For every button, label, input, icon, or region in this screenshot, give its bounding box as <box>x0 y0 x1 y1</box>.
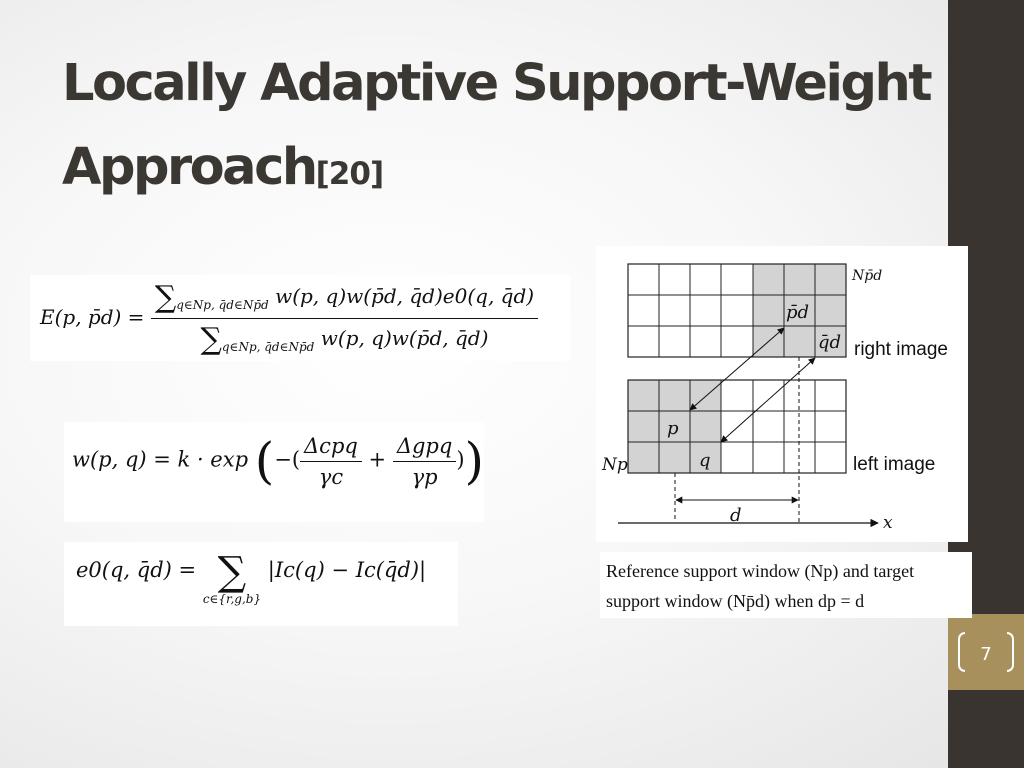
energy-denominator-terms: w(p, q)w(p̄d, q̄d) <box>320 326 489 350</box>
support-window-diagram: p̄d q̄d p q Np Np̄d d x right image left… <box>601 263 948 533</box>
weight-term2-numerator: Δgpq <box>392 434 457 462</box>
right-image-label: right image <box>854 339 948 360</box>
label-pd: p̄d <box>786 302 809 323</box>
energy-denominator-sum-subscript: q∈Np, q̄d∈Np̄d <box>221 340 315 354</box>
caption-panel <box>600 552 972 618</box>
left-bracket-icon <box>958 632 965 672</box>
label-x: x <box>883 513 893 533</box>
energy-equation: E(p, p̄d) = ∑q∈Np, q̄d∈Np̄d w(p, q)w(p̄d… <box>40 280 539 357</box>
title-line-2: Approach <box>62 138 318 197</box>
title-reference: [20] <box>315 156 384 192</box>
energy-numerator: ∑q∈Np, q̄d∈Np̄d w(p, q)w(p̄d, q̄d)e0(q, … <box>150 280 539 319</box>
label-qd: q̄d <box>818 332 841 353</box>
right-image-grid <box>627 263 847 358</box>
raw-cost-lhs: e0(q, q̄d) = <box>76 558 197 582</box>
energy-numerator-terms: w(p, q)w(p̄d, q̄d)e0(q, q̄d) <box>275 284 535 308</box>
weight-equation-panel <box>64 422 484 522</box>
left-image-grid <box>627 379 847 474</box>
label-Npd: Np̄d <box>851 268 882 284</box>
weight-term1-denominator: γc <box>318 464 344 489</box>
weight-term2-denominator: γp <box>411 464 438 489</box>
page-number-badge: 7 <box>948 614 1024 690</box>
right-bracket-icon <box>1007 632 1014 672</box>
left-image-label: left image <box>853 454 935 475</box>
raw-cost-rhs: |Ic(q) − Ic(q̄d)| <box>267 558 427 582</box>
title-line-1: Locally Adaptive Support-Weight <box>62 54 933 113</box>
label-Np: Np <box>601 455 628 475</box>
label-p: p <box>667 418 679 439</box>
close-paren-icon: ) <box>464 432 485 490</box>
sum-symbol-icon: ∑ <box>217 549 247 595</box>
energy-numerator-sum-subscript: q∈Np, q̄d∈Np̄d <box>176 298 269 312</box>
page-number: 7 <box>980 644 992 665</box>
label-d: d <box>730 505 742 526</box>
sum-symbol-icon: ∑ <box>200 322 222 357</box>
energy-denominator: ∑q∈Np, q̄d∈Np̄d w(p, q)w(p̄d, q̄d) <box>196 319 492 357</box>
weight-lhs: w(p, q) = k · exp <box>72 447 249 472</box>
label-q: q <box>699 450 711 471</box>
raw-cost-sum-subscript: c∈{r,g,b} <box>202 592 262 606</box>
energy-fraction: ∑q∈Np, q̄d∈Np̄d w(p, q)w(p̄d, q̄d)e0(q, … <box>150 280 539 357</box>
weight-term1-numerator: Δcpq <box>300 434 362 462</box>
raw-cost-sum: ∑ c∈{r,g,b} <box>203 552 261 606</box>
slide-title: Locally Adaptive Support-Weight Approach… <box>62 42 962 216</box>
raw-cost-equation-panel <box>64 542 458 626</box>
sum-symbol-icon: ∑ <box>154 280 177 315</box>
raw-cost-equation: e0(q, q̄d) = ∑ c∈{r,g,b} |Ic(q) − Ic(q̄d… <box>76 552 426 606</box>
open-paren-icon: ( <box>254 432 275 490</box>
energy-lhs: E(p, p̄d) = <box>40 305 145 329</box>
caption-line-2: support window (Np̄d) when dp = d <box>606 591 865 611</box>
figure-caption: Reference support window (Np) and target… <box>606 556 971 616</box>
caption-line-1: Reference support window (Np) and target <box>606 561 915 581</box>
